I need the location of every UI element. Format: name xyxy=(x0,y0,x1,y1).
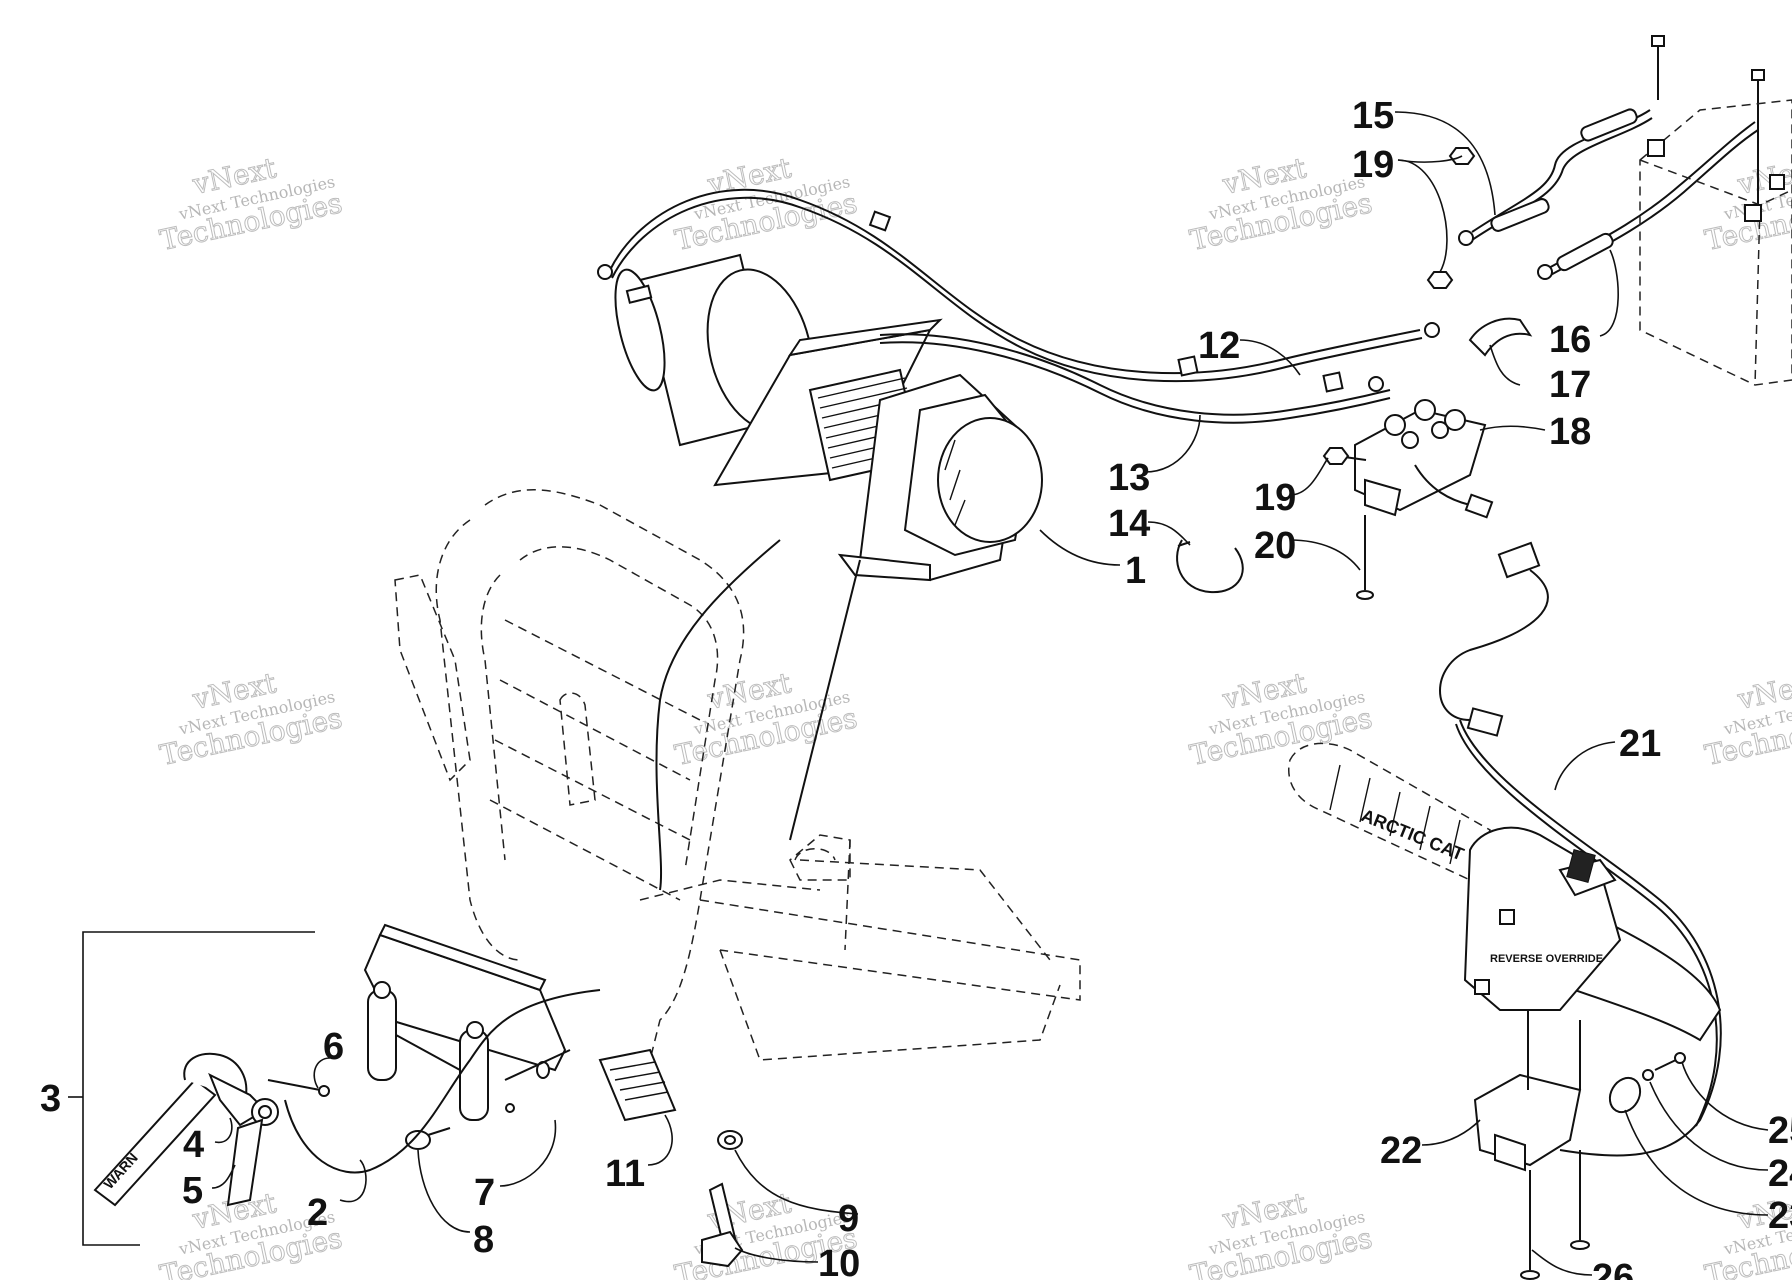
label-1: 1 xyxy=(1125,550,1146,592)
battery-bolt xyxy=(1751,69,1765,210)
label-7: 7 xyxy=(474,1172,495,1214)
bolt-10 xyxy=(701,1182,744,1268)
solenoid-contactor xyxy=(1329,399,1494,519)
wire-harness-21 xyxy=(1439,541,1722,1157)
part-labels: 1 2 3 4 5 6 7 8 9 10 11 12 13 14 15 16 1… xyxy=(40,95,1792,1280)
power-cables xyxy=(597,188,1440,424)
warning-decal-11 xyxy=(598,1048,677,1122)
label-20: 20 xyxy=(1254,525,1296,567)
label-18: 18 xyxy=(1549,411,1591,453)
label-9: 9 xyxy=(838,1198,859,1240)
label-22: 22 xyxy=(1380,1130,1422,1172)
switch-override-text: REVERSE OVERRIDE xyxy=(1490,953,1603,965)
screws-26 xyxy=(1520,1150,1590,1280)
winch-switch: REVERSE OVERRIDE xyxy=(1463,826,1622,1011)
nut-19 xyxy=(1426,271,1454,289)
hook-cable xyxy=(284,989,601,1174)
label-26: 26 xyxy=(1592,1257,1634,1280)
label-24: 24 xyxy=(1768,1153,1792,1195)
label-10: 10 xyxy=(818,1243,860,1280)
roller-fairlead-7 xyxy=(363,923,571,1121)
label-23: 23 xyxy=(1768,1195,1792,1237)
hook-strap-3: WARN xyxy=(93,1052,279,1207)
group-bracket-3 xyxy=(82,931,315,1246)
label-12: 12 xyxy=(1198,325,1240,367)
battery-reference xyxy=(1639,99,1792,386)
label-15: 15 xyxy=(1352,95,1394,137)
battery-cables xyxy=(1458,35,1765,280)
bumper-frame-reference xyxy=(394,489,1081,1061)
label-21: 21 xyxy=(1619,723,1661,765)
leader-lines xyxy=(211,111,1769,1276)
handlebar-brand-text: ARCTIC CAT xyxy=(1359,805,1467,864)
small-hardware-23-25 xyxy=(1608,1052,1686,1114)
screw-20 xyxy=(1356,515,1374,600)
label-19-top: 19 xyxy=(1352,144,1394,186)
battery-bolt xyxy=(1651,35,1665,100)
label-4: 4 xyxy=(183,1124,204,1166)
clamp-14 xyxy=(1176,539,1244,594)
label-8: 8 xyxy=(473,1219,494,1261)
label-16: 16 xyxy=(1549,319,1591,361)
label-6: 6 xyxy=(323,1026,344,1068)
cotter-pin-6 xyxy=(267,1079,330,1097)
label-25: 25 xyxy=(1768,1110,1792,1152)
label-3: 3 xyxy=(40,1078,61,1120)
washer-9 xyxy=(717,1130,743,1150)
label-5: 5 xyxy=(182,1170,203,1212)
switch-base-22 xyxy=(1473,1010,1582,1172)
label-13: 13 xyxy=(1108,457,1150,499)
bolt-8 xyxy=(405,1127,451,1150)
label-14: 14 xyxy=(1108,503,1150,545)
label-17: 17 xyxy=(1549,364,1591,406)
winch-assembly xyxy=(614,253,1043,891)
label-11: 11 xyxy=(605,1153,645,1195)
label-2: 2 xyxy=(307,1192,328,1234)
label-19-bottom: 19 xyxy=(1254,477,1296,519)
hose-17 xyxy=(1468,317,1533,357)
nut-19 xyxy=(1322,447,1350,465)
